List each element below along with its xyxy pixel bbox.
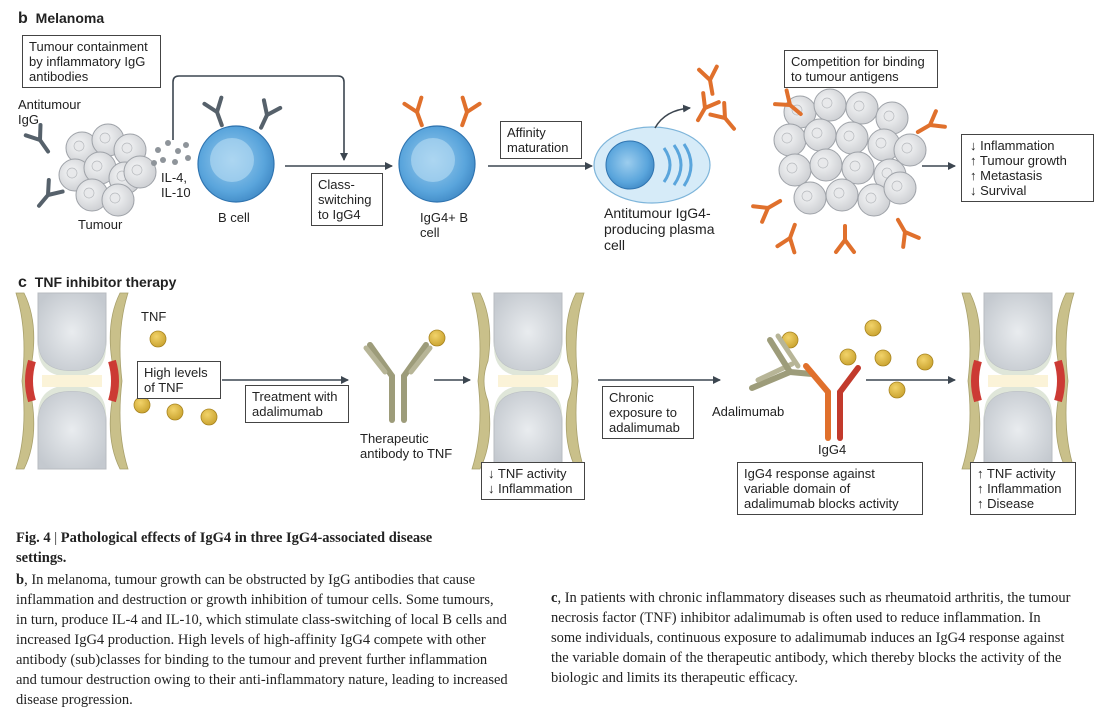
mid-effects-box: ↓ TNF activity ↓ Inflammation (481, 462, 585, 500)
affinity-maturation-box: Affinity maturation (500, 121, 582, 159)
tumour-cluster-small (58, 123, 157, 217)
panel-b-letter: b (18, 10, 28, 27)
panel-b-title: Melanoma (35, 10, 105, 26)
panel-c-title: TNF inhibitor therapy (34, 274, 177, 290)
outcome-survival: ↓ Survival (970, 183, 1027, 198)
adalimumab-label: Adalimumab (712, 404, 785, 419)
therapeutic-antibody-icon (363, 342, 433, 423)
effect-disease-up: ↑ Disease (977, 496, 1035, 511)
caption-c-letter: c (551, 590, 558, 606)
caption-b-paragraph: b, In melanoma, tumour growth can be obs… (16, 570, 508, 710)
adalimumab-icon (749, 333, 815, 391)
tumour-label: Tumour (78, 217, 123, 232)
melanoma-outcomes-box: ↓ Inflammation ↑ Tumour growth ↑ Metasta… (961, 134, 1094, 202)
joint-inflamed-right (961, 292, 1075, 470)
panel-c-heading: c TNF inhibitor therapy (18, 274, 176, 292)
chronic-exposure-box: Chronic exposure to adalimumab (602, 386, 694, 439)
tnf-label: TNF (141, 309, 167, 324)
treatment-box: Treatment with adalimumab (245, 385, 349, 423)
effect-inflammation-down: ↓ Inflammation (488, 481, 573, 496)
outcome-metastasis: ↑ Metastasis (970, 168, 1043, 183)
joint-treated-middle (471, 292, 585, 470)
caption-b-text: , In melanoma, tumour growth can be obst… (16, 572, 508, 708)
igg4-icons-bcell (402, 95, 482, 131)
igg4-secreted-icons (688, 64, 743, 137)
b-cell (197, 125, 275, 203)
containment-box: Tumour containment by inflammatory IgG a… (22, 35, 161, 88)
igg4-b-cell-label: IgG4+ B cell (420, 210, 469, 240)
caption-b-letter: b (16, 572, 25, 588)
joint-healthy-left (15, 292, 129, 470)
cytokine-dots (151, 140, 191, 166)
therapeutic-antibody-label: Therapeutic antibody to TNF (360, 431, 453, 461)
tumour-cluster-large (773, 88, 927, 217)
caption-fig-label: Fig. 4 (16, 530, 51, 546)
class-switching-box: Class-switching to IgG4 (311, 173, 383, 226)
caption-title: Pathological effects of IgG4 in three Ig… (16, 530, 433, 566)
high-levels-box: High levels of TNF (137, 361, 221, 399)
igg4-b-cell (398, 125, 476, 203)
caption-c-text: , In patients with chronic inflammatory … (551, 590, 1071, 686)
secretion-arrow (654, 104, 691, 129)
plasma-cell (593, 126, 711, 204)
effect-tnf-activity-up: ↑ TNF activity (977, 466, 1056, 481)
antitumour-igg-label: Antitumour IgG (18, 97, 81, 127)
figure-caption-title: Fig. 4 | Pathological effects of IgG4 in… (16, 530, 433, 566)
panel-c-letter: c (18, 274, 27, 291)
outcome-inflammation: ↓ Inflammation (970, 138, 1055, 153)
caption-c-paragraph: c, In patients with chronic inflammatory… (551, 588, 1071, 688)
final-effects-box: ↑ TNF activity ↑ Inflammation ↑ Disease (970, 462, 1076, 515)
effect-inflammation-up: ↑ Inflammation (977, 481, 1062, 496)
panel-b-heading: b Melanoma (18, 10, 104, 28)
il-label: IL-4, IL-10 (161, 170, 191, 200)
plasma-cell-label: Antitumour IgG4-producing plasma cell (604, 205, 715, 253)
igg4-anti-drug-icon (803, 363, 861, 441)
competition-box: Competition for binding to tumour antige… (784, 50, 938, 88)
outcome-tumour-growth: ↑ Tumour growth (970, 153, 1067, 168)
panel-b-arrows (172, 75, 956, 170)
igg4-response-box: IgG4 response against variable domain of… (737, 462, 923, 515)
b-cell-label: B cell (218, 210, 250, 225)
effect-tnf-activity-down: ↓ TNF activity (488, 466, 567, 481)
igg4-label: IgG4 (818, 442, 847, 457)
